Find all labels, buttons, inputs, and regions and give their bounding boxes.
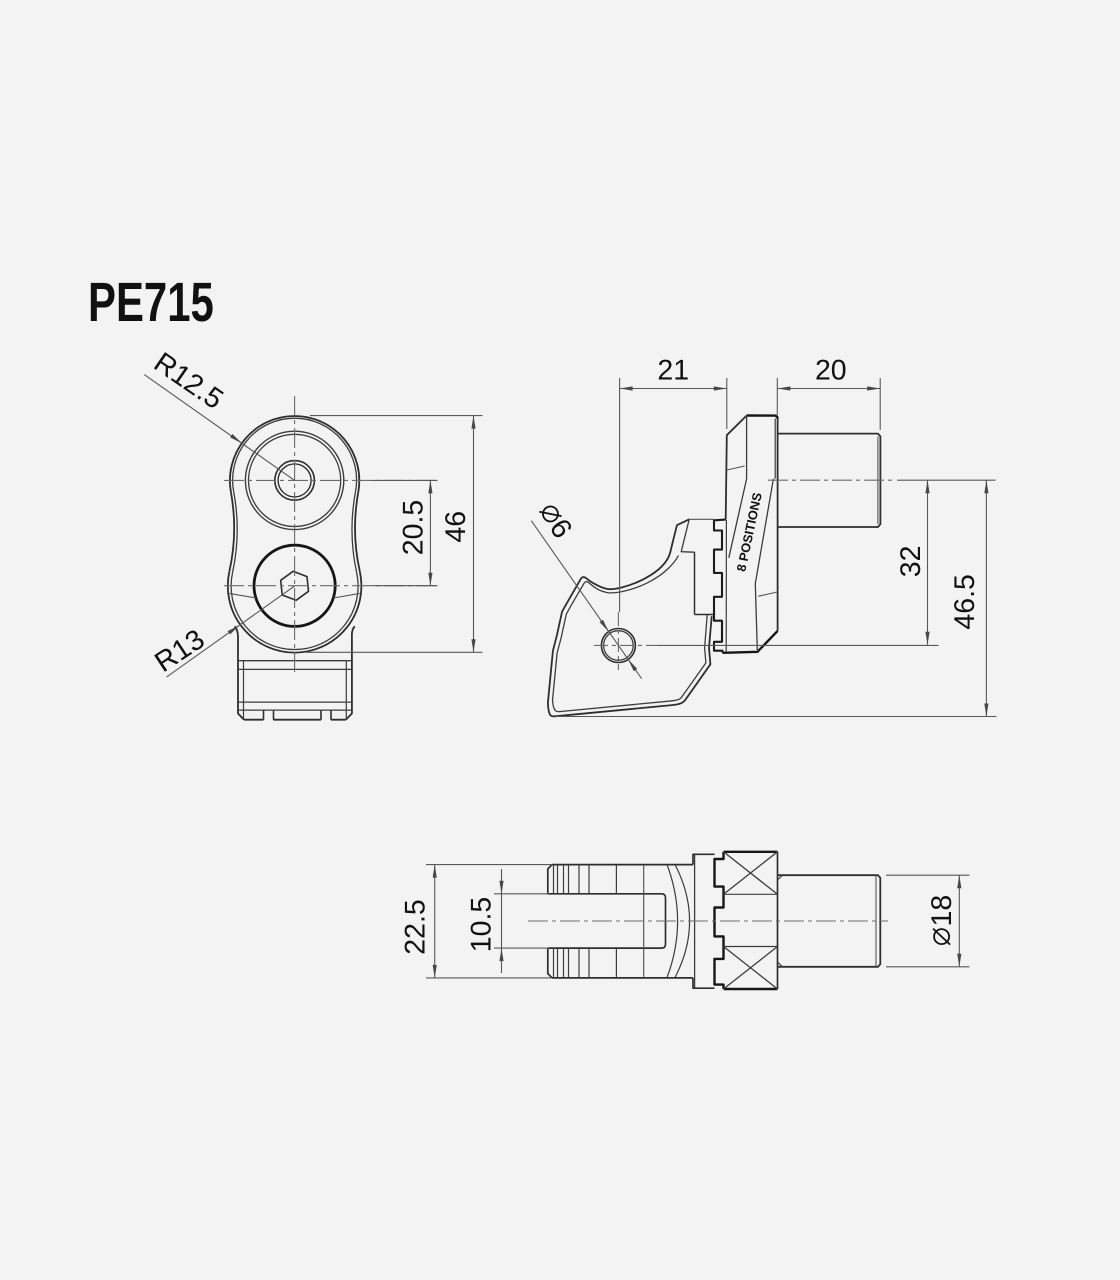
svg-text:8 POSITIONS: 8 POSITIONS (733, 491, 764, 573)
svg-text:R13: R13 (149, 623, 210, 679)
svg-text:20: 20 (815, 355, 847, 387)
svg-text:10.5: 10.5 (466, 897, 498, 952)
svg-text:46.5: 46.5 (949, 574, 981, 629)
svg-text:20.5: 20.5 (397, 500, 429, 555)
svg-text:PE715: PE715 (88, 271, 214, 333)
svg-text:6: 6 (543, 513, 578, 544)
svg-text:46: 46 (440, 511, 472, 543)
svg-text:18: 18 (926, 895, 958, 927)
svg-text:22.5: 22.5 (400, 899, 432, 954)
svg-text:21: 21 (657, 355, 689, 387)
svg-text:32: 32 (895, 546, 927, 578)
